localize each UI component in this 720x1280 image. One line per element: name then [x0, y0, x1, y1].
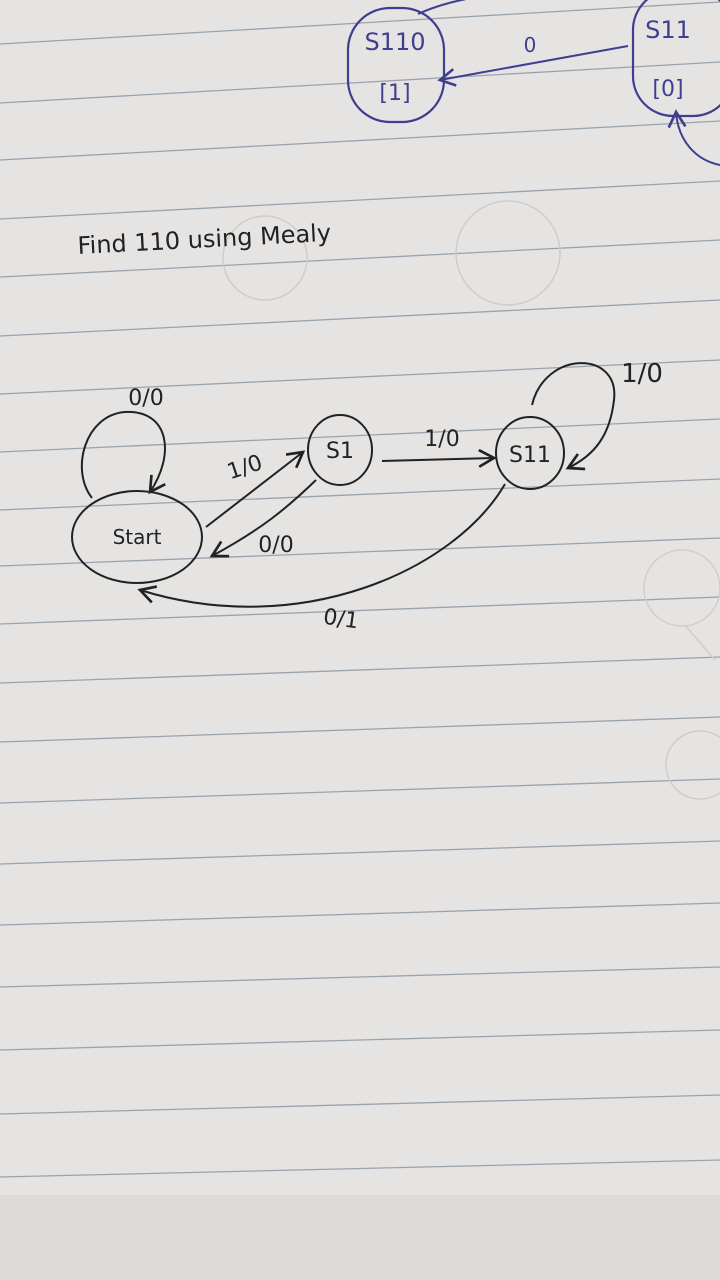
edge-s11-self-fragment — [667, 109, 720, 166]
state-s1-label: S1 — [326, 439, 354, 464]
edge-s11-self — [531, 362, 616, 471]
edge-s11-to-s110 — [437, 45, 629, 87]
edge-s1-to-start — [209, 479, 317, 558]
edge-s1-to-s11 — [381, 448, 497, 468]
edge-s11-to-s110-label: 0 — [524, 33, 537, 57]
state-s110-circle — [346, 6, 446, 124]
bottom-shadow — [0, 1195, 720, 1280]
state-start-circle — [71, 490, 203, 584]
label-s1-to-start: 0/0 — [258, 533, 293, 558]
label-s11-self: 1/0 — [621, 359, 663, 389]
state-s110-output: [1] — [379, 81, 410, 106]
edge-start-to-s1 — [205, 450, 306, 528]
state-s11-label: S11 — [509, 443, 551, 468]
state-start-label: Start — [113, 525, 162, 549]
edge-top-incoming — [417, 0, 467, 15]
edge-s11-to-start — [137, 483, 506, 608]
ruled-lines — [0, 1, 720, 1178]
edge-start-self — [80, 410, 166, 499]
state-s1-circle — [307, 414, 373, 486]
top-fragment: S110 [1] S11 [0] 0 — [346, 0, 720, 166]
label-s11-to-start: 0/1 — [322, 605, 361, 635]
mealy-diagram — [71, 362, 616, 608]
state-s11-top-label: S11 — [645, 16, 691, 44]
label-s1-to-s11: 1/0 — [424, 427, 459, 452]
bleed-through-marks — [222, 200, 720, 800]
state-s11-top-output: [0] — [652, 77, 683, 102]
state-s110-label: S110 — [364, 28, 425, 56]
label-start-self: 0/0 — [128, 386, 163, 411]
